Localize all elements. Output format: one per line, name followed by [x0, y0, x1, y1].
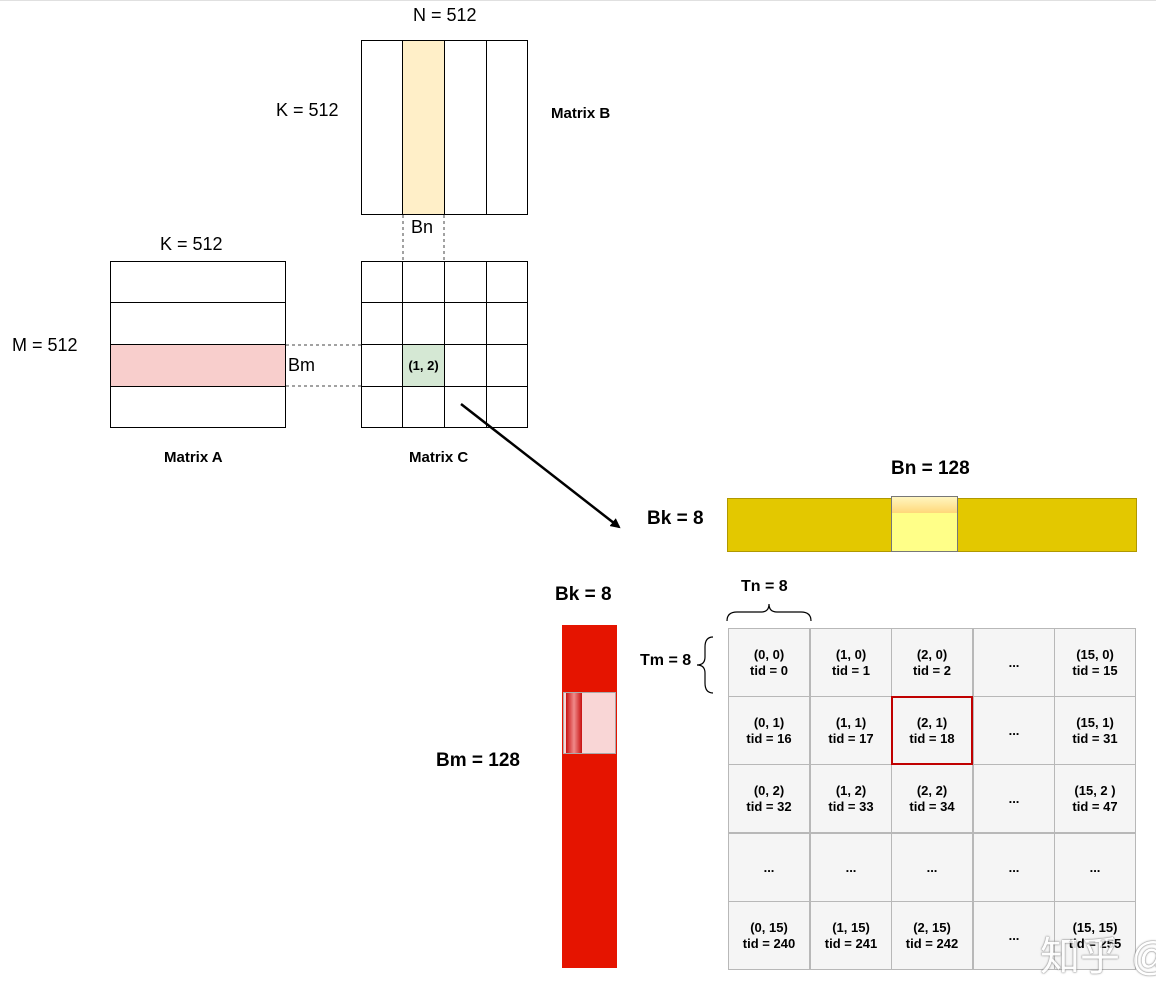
matrix-a-m-label: M = 512 [12, 335, 78, 355]
thread-cell: (0, 15)tid = 240 [728, 901, 810, 970]
thread-cell: (0, 2)tid = 32 [728, 764, 810, 833]
thread-ellipsis: ... [926, 859, 938, 875]
thread-coord: (1, 0) [835, 646, 867, 662]
matrix-a-bm-label: Bm [288, 355, 315, 375]
thread-cell: ... [973, 764, 1055, 833]
matrix-c-block-label: (1, 2) [408, 358, 439, 373]
thread-cell: (2, 15)tid = 242 [891, 901, 973, 970]
thread-cell: ... [728, 833, 810, 902]
thread-coord: (0, 0) [753, 646, 785, 662]
matrix-a-row-3 [110, 386, 286, 428]
thread-coord: (2, 1) [916, 714, 948, 730]
thread-cell: (15, 1)tid = 31 [1054, 696, 1136, 765]
matrix-b-k-label: K = 512 [276, 100, 339, 120]
tile-a-bk-label: Bk = 8 [555, 584, 612, 605]
tile-b-bn-label: Bn = 128 [891, 458, 970, 479]
thread-coord: (15, 2 ) [1074, 782, 1116, 798]
matrix-a-k-label: K = 512 [160, 234, 223, 254]
tile-a-highlight [563, 692, 616, 754]
matrix-b-title: Matrix B [551, 105, 611, 122]
thread-cell: (1, 1)tid = 17 [810, 696, 892, 765]
thread-ellipsis: ... [1008, 654, 1020, 670]
thread-cell: ... [973, 696, 1055, 765]
tile-a-bm-label: Bm = 128 [436, 750, 520, 771]
matrix-c-block-1-2: (1, 2) [402, 344, 445, 387]
tile-b-highlight [891, 496, 958, 552]
thread-grid: (0, 0)tid = 0(1, 0)tid = 1(2, 0)tid = 2.… [728, 628, 1136, 970]
matrix-c-title: Matrix C [409, 449, 469, 466]
tn-brace [726, 603, 812, 622]
thread-tid: tid = 255 [1068, 935, 1122, 951]
thread-cell: (1, 2)tid = 33 [810, 764, 892, 833]
matrix-c: (1, 2) [361, 261, 528, 428]
matrix-b-col-3 [486, 40, 528, 215]
tm-label: Tm = 8 [640, 652, 692, 669]
thread-cell: (15, 2 )tid = 47 [1054, 764, 1136, 833]
zoom-arrow [460, 403, 621, 529]
thread-cell: ... [810, 833, 892, 902]
watermark: 知乎 @ [1040, 935, 1156, 979]
thread-coord: (2, 2) [916, 782, 948, 798]
top-border [0, 0, 1156, 1]
thread-ellipsis: ... [1008, 790, 1020, 806]
thread-tid: tid = 34 [909, 798, 955, 814]
thread-tid: tid = 242 [905, 935, 959, 951]
thread-tid: tid = 0 [750, 662, 788, 678]
thread-coord: (1, 15) [832, 919, 870, 935]
thread-tid: tid = 33 [828, 798, 874, 814]
thread-cell: (2, 0)tid = 2 [891, 628, 973, 697]
thread-ellipsis: ... [1089, 859, 1101, 875]
thread-cell: ... [973, 628, 1055, 697]
thread-coord: (2, 0) [916, 646, 948, 662]
thread-tid: tid = 2 [913, 662, 951, 678]
tile-a-bar [562, 625, 617, 968]
matrix-a-title: Matrix A [164, 449, 223, 466]
thread-tid: tid = 47 [1072, 798, 1118, 814]
matrix-c-cell [486, 386, 528, 428]
thread-tid: tid = 17 [828, 730, 874, 746]
thread-cell: ... [891, 833, 973, 902]
thread-cell: ... [973, 833, 1055, 902]
thread-tid: tid = 32 [746, 798, 792, 814]
thread-coord: (2, 15) [913, 919, 951, 935]
thread-tid: tid = 18 [909, 730, 955, 746]
thread-ellipsis: ... [845, 859, 857, 875]
thread-cell: ... [1054, 833, 1136, 902]
thread-coord: (1, 1) [835, 714, 867, 730]
thread-ellipsis: ... [1008, 859, 1020, 875]
thread-coord: (0, 1) [753, 714, 785, 730]
thread-tid: tid = 241 [824, 935, 878, 951]
thread-ellipsis: ... [763, 859, 775, 875]
thread-coord: (1, 2) [835, 782, 867, 798]
matrix-b-n-label: N = 512 [413, 5, 477, 25]
thread-tid: tid = 16 [746, 730, 792, 746]
thread-coord: (15, 0) [1076, 646, 1114, 662]
thread-tid: tid = 1 [832, 662, 870, 678]
thread-coord: (0, 15) [750, 919, 788, 935]
thread-tid: tid = 240 [742, 935, 796, 951]
thread-highlight-box [891, 696, 973, 765]
matrix-b [361, 40, 528, 215]
thread-ellipsis: ... [1008, 722, 1020, 738]
matrix-a [110, 261, 286, 428]
thread-cell: (2, 2)tid = 34 [891, 764, 973, 833]
tn-label: Tn = 8 [741, 578, 788, 595]
thread-cell: ... [973, 901, 1055, 970]
thread-cell: (1, 15)tid = 241 [810, 901, 892, 970]
thread-tid: tid = 31 [1072, 730, 1118, 746]
tile-b-bk-label: Bk = 8 [647, 508, 704, 529]
matrix-b-bn-label: Bn [411, 217, 434, 237]
tm-brace [696, 636, 714, 694]
thread-cell: (0, 0)tid = 0 [728, 628, 810, 697]
thread-cell: (15, 15)tid = 255 [1054, 901, 1136, 970]
thread-cell: (0, 1)tid = 16 [728, 696, 810, 765]
thread-tid: tid = 15 [1072, 662, 1118, 678]
thread-coord: (15, 15) [1072, 919, 1118, 935]
thread-coord: (0, 2) [753, 782, 785, 798]
thread-cell: (15, 0)tid = 15 [1054, 628, 1136, 697]
thread-ellipsis: ... [1008, 927, 1020, 943]
thread-coord: (15, 1) [1076, 714, 1114, 730]
thread-cell: (1, 0)tid = 1 [810, 628, 892, 697]
